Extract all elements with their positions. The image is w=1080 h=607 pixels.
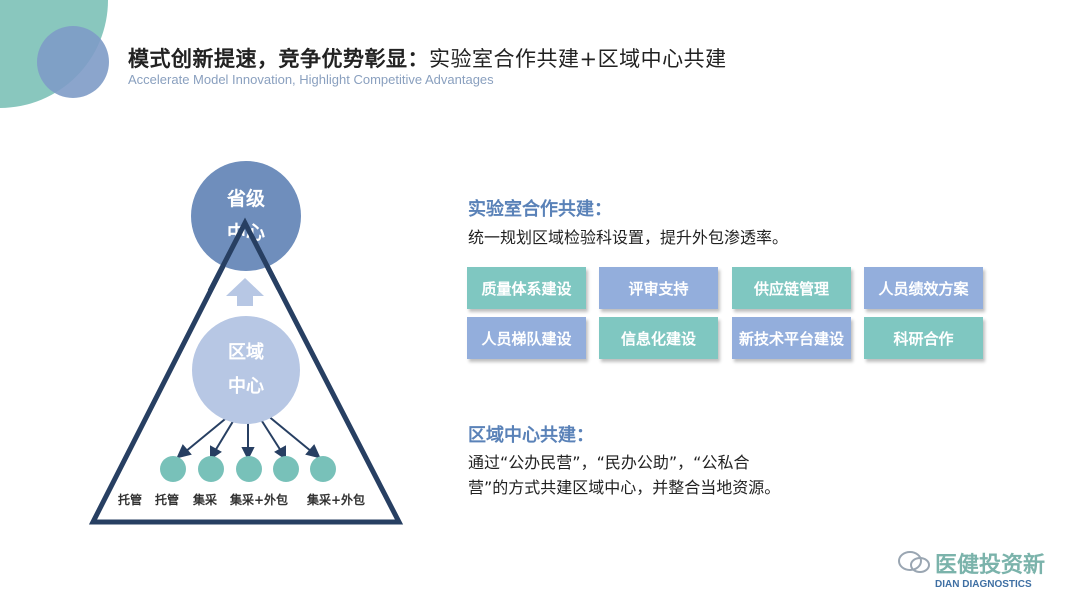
lab-section-text: 统一规划区域检验科设置，提升外包渗透率。 <box>468 228 789 247</box>
lab-section-title: 实验室合作共建： <box>468 199 612 220</box>
leaf-node <box>160 456 186 482</box>
page-title-bold: 模式创新提速，竞争优势彰显： <box>128 47 429 71</box>
tag-talent-pipeline: 人员梯队建设 <box>467 317 586 359</box>
region-section-text-line2: 营”的方式共建区域中心，并整合当地资源。 <box>468 478 781 497</box>
region-section-text: 通过“公办民营”，“民办公助”，“公私合 营”的方式共建区域中心，并整合当地资源… <box>468 450 780 500</box>
tag-quality-system: 质量体系建设 <box>467 267 586 309</box>
region-section-text-line1: 通过“公办民营”，“民办公助”，“公私合 <box>468 453 750 472</box>
tag-new-tech-platform: 新技术平台建设 <box>732 317 851 359</box>
page-title: 模式创新提速，竞争优势彰显：实验室合作共建+区域中心共建 <box>128 43 727 73</box>
leaf-label: 托管 <box>155 493 180 507</box>
regional-center-label-2: 中心 <box>228 376 264 397</box>
pyramid-triangle <box>88 217 404 525</box>
regional-center-label-1: 区域 <box>228 342 264 363</box>
page-subtitle: Accelerate Model Innovation, Highlight C… <box>128 72 494 87</box>
leaf-node <box>236 456 262 482</box>
tag-informatization: 信息化建设 <box>599 317 718 359</box>
watermark-brand: DIAN DIAGNOSTICS <box>935 579 1032 590</box>
decor-corner-circles <box>0 0 109 108</box>
regional-center-circle: 区域 中心 <box>192 316 300 424</box>
tag-supply-chain: 供应链管理 <box>732 267 851 309</box>
leaf-label: 集采+外包 <box>230 493 289 507</box>
region-section-title: 区域中心共建： <box>468 425 594 446</box>
tag-research-cooperation: 科研合作 <box>864 317 983 359</box>
leaf-label: 集采 <box>193 493 218 507</box>
wechat-icon <box>898 551 930 573</box>
watermark: 医健投资新 DIAN DIAGNOSTICS <box>895 545 1075 600</box>
pyramid-diagram <box>88 217 404 525</box>
tag-performance-plan: 人员绩效方案 <box>864 267 983 309</box>
leaf-label: 托管 <box>118 493 143 507</box>
provincial-center-label-2: 中心 <box>226 222 265 244</box>
tag-review-support: 评审支持 <box>599 267 718 309</box>
watermark-text: 医健投资新 <box>935 553 1046 578</box>
branch-arrows <box>176 414 321 461</box>
up-arrow-icon <box>226 278 264 306</box>
leaf-node <box>310 456 336 482</box>
page-title-rest: 实验室合作共建+区域中心共建 <box>429 47 727 71</box>
leaf-node <box>273 456 299 482</box>
provincial-center-circle: 省级 中心 <box>191 161 301 271</box>
leaf-node <box>198 456 224 482</box>
leaf-label: 集采+外包 <box>307 493 366 507</box>
provincial-center-label-1: 省级 <box>226 188 265 210</box>
